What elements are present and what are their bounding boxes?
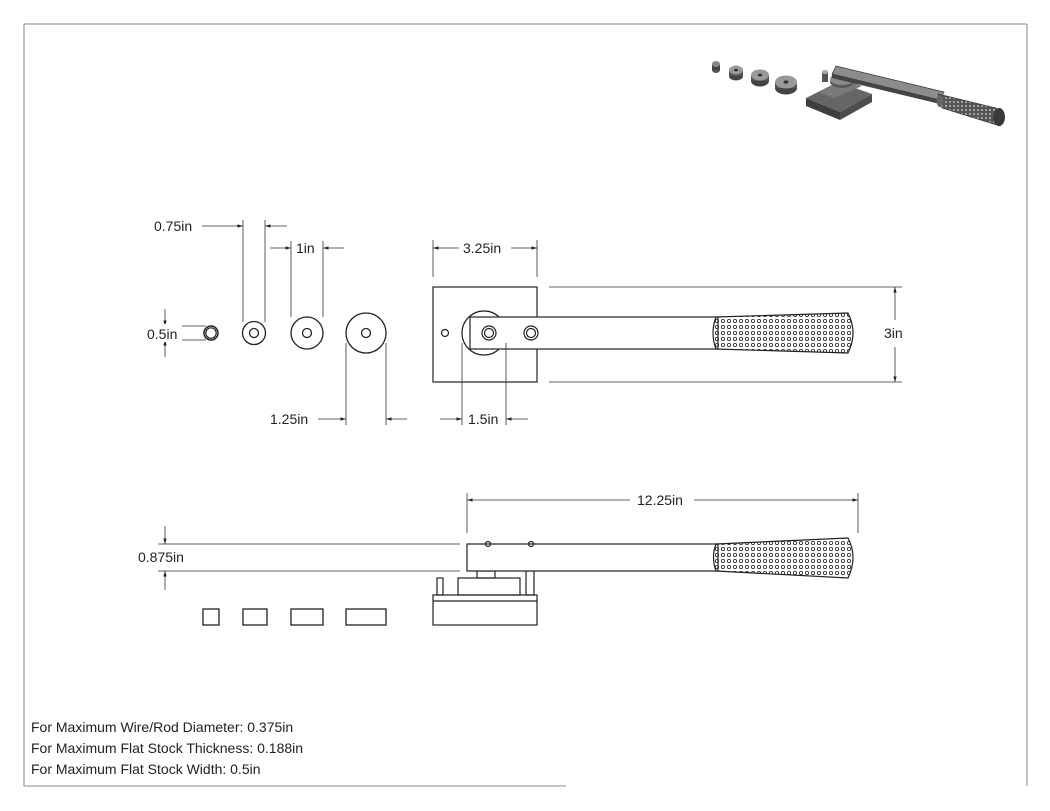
- handle-bar-top: [469, 316, 719, 350]
- dim-spacer-2-dia: 0.75in: [154, 218, 192, 234]
- dim-spacer-3-dia: 1in: [296, 240, 315, 256]
- iso-spacer-4: [775, 75, 797, 95]
- spacer-2-top: [241, 320, 267, 346]
- bender-side-view: [432, 537, 854, 626]
- spacer-4-top: [345, 312, 387, 354]
- dim-spacer-small-dia: 0.5in: [147, 326, 177, 342]
- grip-side: [712, 537, 854, 579]
- dim-base-height: 3in: [884, 325, 903, 341]
- spacer-small-side: [202, 608, 220, 626]
- pin-hole: [440, 328, 450, 338]
- grip-top: [712, 312, 854, 354]
- note-max-flat-width: For Maximum Flat Stock Width: 0.5in: [31, 761, 261, 777]
- bender-top-view: [432, 286, 854, 383]
- dim-bend-die-dia: 1.5in: [468, 411, 498, 427]
- spacer-3-top: [290, 316, 324, 350]
- iso-spacer-2: [729, 65, 743, 81]
- base-plate-side: [432, 594, 538, 626]
- dim-handle-height: 0.875in: [138, 549, 184, 565]
- iso-spacer-3: [751, 69, 769, 87]
- iso-bender: [806, 65, 1005, 127]
- spacer-4-side: [345, 608, 387, 626]
- spacer-3-side: [290, 608, 324, 626]
- spacer-2-side: [242, 608, 268, 626]
- spacer-small-top: [203, 325, 219, 341]
- dimension-lines: [158, 220, 902, 590]
- iso-spacer-1: [712, 61, 720, 73]
- sheet-border: [23, 23, 1028, 787]
- dimension-labels: 0.5in 0.75in 1in 1.25in 3.25in 1.5in 3in…: [138, 218, 903, 565]
- note-max-flat-thickness: For Maximum Flat Stock Thickness: 0.188i…: [31, 740, 304, 756]
- dim-spacer-4-dia: 1.25in: [270, 411, 308, 427]
- handle-bar-side: [466, 543, 719, 572]
- note-max-wire-diameter: For Maximum Wire/Rod Diameter: 0.375in: [31, 719, 294, 735]
- isometric-preview: [712, 61, 1005, 127]
- dim-overall-length: 12.25in: [637, 492, 683, 508]
- dim-base-width: 3.25in: [463, 240, 501, 256]
